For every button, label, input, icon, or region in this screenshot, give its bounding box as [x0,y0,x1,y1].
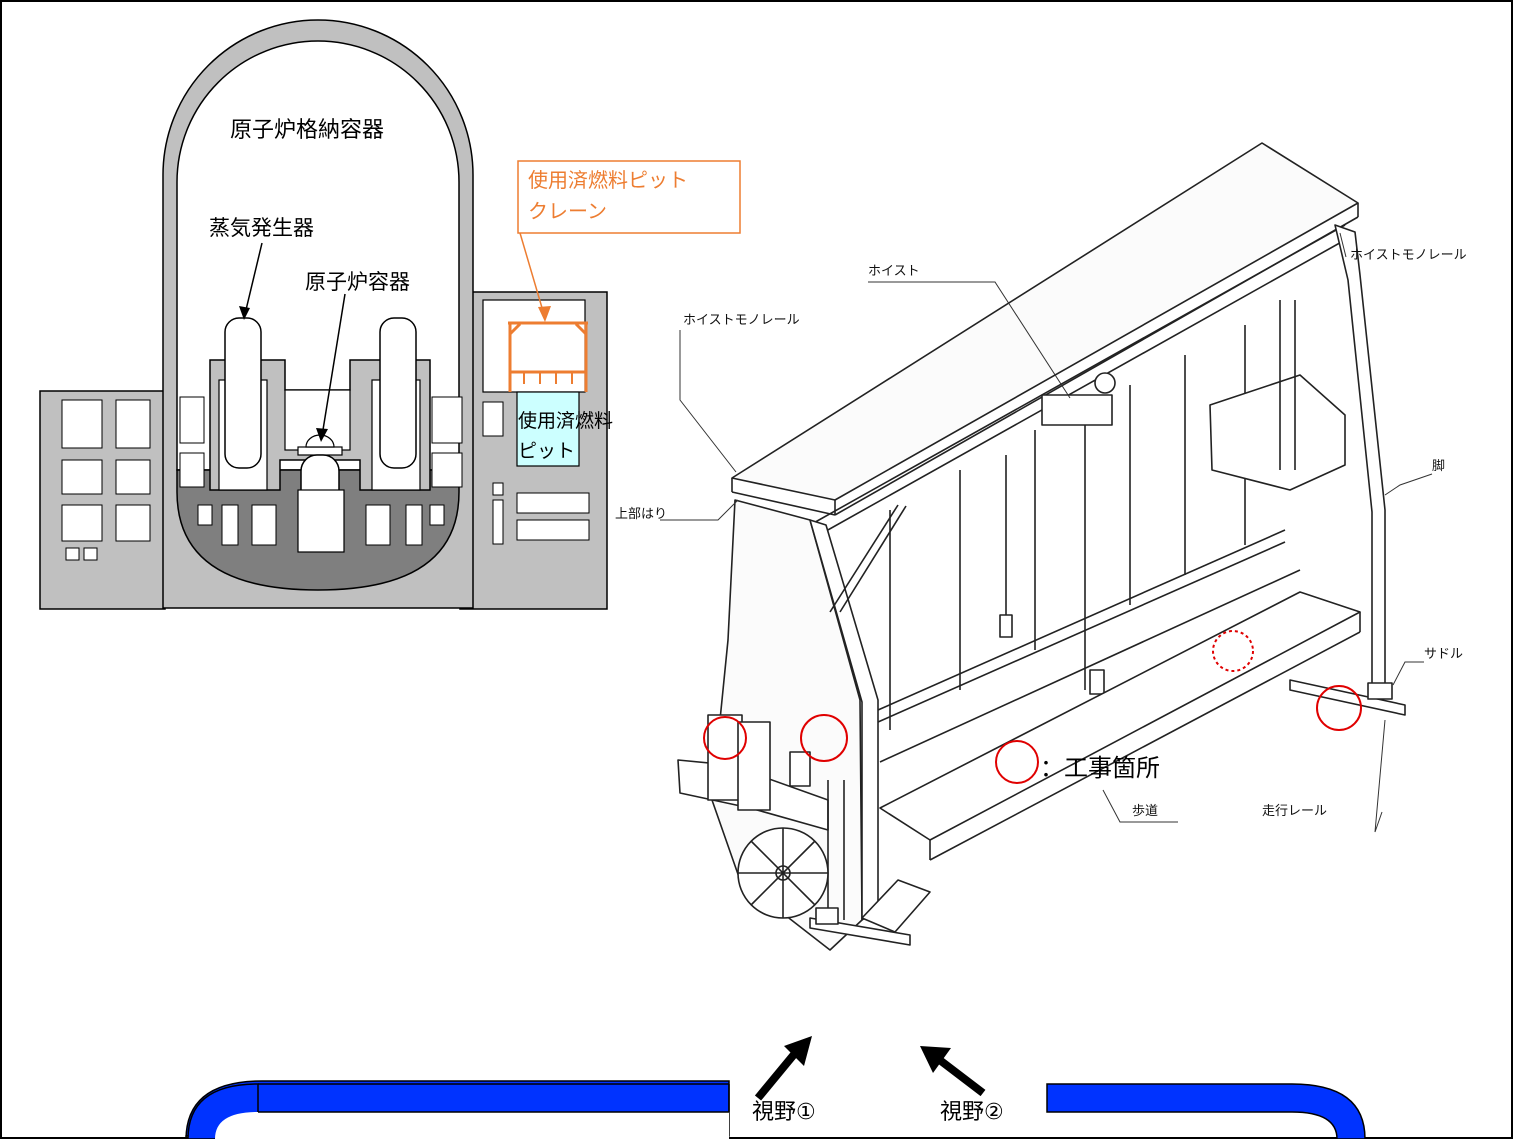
crane-bay [482,299,586,393]
monorail-right-label: ホイストモノレール [1350,248,1467,263]
work-location-marker [1212,630,1254,672]
monorail-right-leader [1339,232,1347,258]
walkway-leader [1102,789,1178,823]
hoist-leader [868,281,1071,399]
hoist-block [1089,669,1105,695]
travel-rail-right [1289,679,1406,716]
rail-label: 走行レール [1262,804,1328,819]
pit-crane-icon [508,321,588,392]
room [65,547,80,561]
crane-brace [839,505,907,613]
crane-right-platform [1209,374,1346,491]
legend-marker [995,740,1039,784]
room [83,547,98,561]
room [516,519,590,541]
room [492,499,504,545]
view1-label: 視野① [752,1100,816,1125]
room [516,492,590,514]
steam-generator-arrowhead [239,306,250,320]
room [482,401,504,437]
crane-girder [809,224,1346,526]
crane-wheel-spoke [750,840,816,906]
view2-label: 視野② [940,1100,1004,1125]
room [251,504,277,546]
room [61,399,103,449]
hoist-block [999,614,1013,638]
hoist-drum [1094,372,1116,394]
control-box [707,714,743,801]
crane-girder [809,239,1346,541]
monorail-left-leader [679,330,737,473]
saddle [1367,682,1393,700]
spent-fuel-pit [516,391,580,467]
walkway-label: 歩道 [1132,804,1159,819]
crane-stairs [861,879,931,933]
steam-generator-label: 蒸気発生器 [209,216,314,240]
saddle [815,907,839,925]
blue-banner-right [1046,1083,1366,1139]
room [179,452,205,488]
reactor-vessel-label: 原子炉容器 [305,270,410,294]
room [115,399,151,449]
room [431,396,463,444]
pit-label-line2: ピット [518,440,576,462]
room [115,459,151,495]
steam-generator-right [379,317,417,469]
legend-text: ：工事箇所 [1040,754,1160,782]
steam-generator-leader [244,242,263,315]
room [115,504,151,542]
leg-label: 脚 [1432,459,1446,474]
rail-leader [1374,719,1386,833]
crane-lower-tube [877,541,1286,723]
view1-arrow [754,1036,812,1101]
room [179,396,205,444]
blue-banner-left-inner [215,1112,729,1139]
pit-crane-label: 使用済燃料ピット クレーン [528,168,688,223]
containment-label: 原子炉格納容器 [230,118,385,143]
pit-crane-leader [519,232,546,319]
hoist-trolley [1041,394,1113,426]
hoist-label: ホイスト [868,264,920,279]
room [61,459,103,495]
room [405,504,423,546]
crane-top-deck-edge [731,491,836,516]
work-location-marker [1316,685,1362,731]
room [61,504,103,542]
reactor-vessel-arrowhead [316,428,328,442]
view2-arrow [920,1046,986,1097]
crane-walkway-rail [879,569,1301,763]
upper-beam-leader [660,499,739,521]
leg-leader [1384,473,1433,496]
room [221,504,239,546]
room [431,452,463,488]
monorail-left-label: ホイストモノレール [683,313,800,328]
control-box [737,721,771,811]
work-location-marker [703,716,747,760]
pit-crane-callout-box [517,160,741,234]
reactor-pedestal [297,489,345,553]
crane-brace [829,504,899,613]
room [492,482,504,496]
room [197,504,213,526]
crane-lower-tube [877,529,1286,711]
saddle-label: サドル [1424,647,1464,662]
crane-walkway-rail [929,631,1361,861]
pit-label-line1: 使用済燃料 [518,410,614,432]
saddle-leader [1392,661,1424,686]
control-box [789,751,811,787]
room [365,504,391,546]
room [429,504,445,526]
upper-beam-label: 上部はり [615,507,668,522]
work-location-marker [800,714,848,762]
reactor-vessel-leader [321,293,346,437]
pit-crane-arrowhead [538,306,551,322]
steam-generator-left [224,317,262,469]
